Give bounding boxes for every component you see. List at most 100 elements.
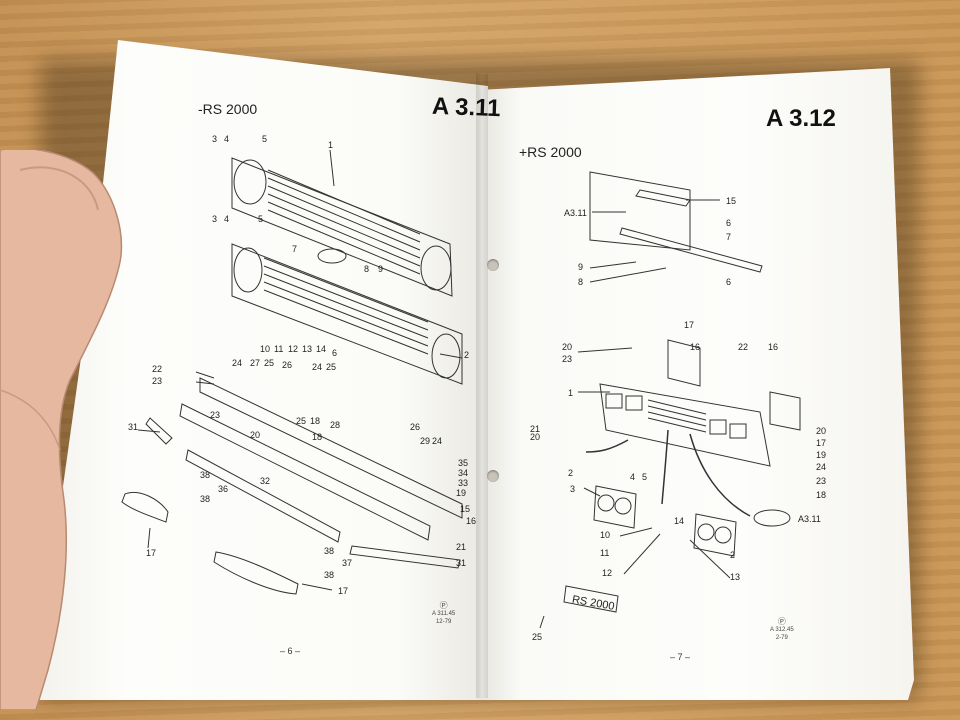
- hand-holding-book: [0, 150, 123, 710]
- callout: 21: [456, 542, 466, 552]
- upper-grille-drawing: [231, 157, 453, 297]
- callout: 38: [324, 546, 334, 556]
- callout: 20: [250, 430, 260, 440]
- callout: 18: [312, 432, 322, 442]
- callout: 20: [530, 432, 540, 442]
- callout: 11: [600, 548, 609, 558]
- left-page-stamp: Ⓟ A 311.45 12-79: [432, 601, 456, 626]
- callout: 12: [602, 568, 612, 578]
- callout: 10: [600, 530, 610, 540]
- right-page-number: – 7 –: [670, 652, 691, 662]
- callout: 23: [152, 376, 162, 386]
- callout: 27: [250, 358, 260, 368]
- front-bumper-drawing: [121, 377, 463, 595]
- callout: 10: [260, 344, 270, 354]
- callout: 16: [768, 342, 778, 352]
- callout: 19: [456, 488, 466, 498]
- callout: 33: [458, 478, 468, 488]
- callout: 37: [342, 558, 352, 568]
- callout: 25: [296, 416, 306, 426]
- right-stamp-line-1: A 312.45: [770, 627, 794, 633]
- left-stamp-line-2: 12-79: [435, 619, 452, 625]
- callout: 20: [816, 426, 826, 436]
- callout: 32: [260, 476, 270, 486]
- callout: 1: [328, 140, 333, 150]
- book-gutter: [476, 74, 488, 698]
- callout: 2: [464, 350, 469, 360]
- nameplate-drawing: [563, 585, 619, 613]
- callout: 22: [738, 342, 748, 352]
- right-page-subtitle: +RS 2000: [519, 144, 582, 160]
- callout: 23: [816, 476, 826, 486]
- callout: 17: [816, 438, 826, 448]
- callout: 38: [324, 570, 334, 580]
- callout: 23: [210, 410, 220, 420]
- callout: 7: [726, 232, 731, 242]
- callout: 5: [258, 214, 263, 224]
- callout: 3: [212, 214, 217, 224]
- callout: 29: [420, 436, 430, 446]
- callout: 11: [274, 344, 283, 354]
- callout: 24: [312, 362, 322, 372]
- callout: 38: [200, 494, 210, 504]
- right-page: [478, 68, 914, 700]
- callout: 5: [642, 472, 647, 482]
- callout: 9: [578, 262, 583, 272]
- left-page-number: – 6 –: [280, 646, 301, 656]
- callout: 16: [466, 516, 476, 526]
- ref-label-1: A3.11: [564, 208, 587, 218]
- callout: 4: [224, 134, 229, 144]
- callout: 17: [146, 548, 156, 558]
- callout: 8: [578, 277, 583, 287]
- callout: 16: [690, 342, 700, 352]
- callout: 18: [816, 490, 826, 500]
- callout: 2: [568, 468, 573, 478]
- callout: 7: [292, 244, 297, 254]
- callout: 17: [338, 586, 348, 596]
- callout: 28: [330, 420, 340, 430]
- callout: 31: [128, 422, 138, 432]
- callout: 14: [674, 516, 684, 526]
- callout: 15: [726, 196, 736, 206]
- callout: 23: [562, 354, 572, 364]
- callout: 34: [458, 468, 468, 478]
- callout: 24: [432, 436, 442, 446]
- callout: 3: [570, 484, 575, 494]
- callout: 26: [410, 422, 420, 432]
- right-page-stamp: Ⓟ A 312.45 2-79: [770, 617, 794, 642]
- right-bezel-drawing: [693, 513, 737, 557]
- callout: 1: [568, 388, 573, 398]
- front-panel-drawing: [599, 339, 801, 467]
- callout: 6: [332, 348, 337, 358]
- callout: 19: [816, 450, 826, 460]
- callout: 22: [152, 364, 162, 374]
- callout: 25: [532, 632, 542, 642]
- callout: 38: [200, 470, 210, 480]
- left-bezel-drawing: [593, 485, 637, 529]
- callout: 18: [310, 416, 320, 426]
- right-stamp-line-2: 2-79: [775, 635, 788, 641]
- callout: 6: [726, 277, 731, 287]
- callout: 15: [460, 504, 470, 514]
- right-page-code: A 3.12: [766, 105, 836, 132]
- callout: 24: [816, 462, 826, 472]
- callout: 3: [212, 134, 217, 144]
- nameplate-text: RS 2000: [571, 594, 615, 613]
- callout: 21: [530, 424, 540, 434]
- callout: 5: [262, 134, 267, 144]
- left-page-subtitle: -RS 2000: [198, 101, 258, 117]
- callout: 25: [264, 358, 274, 368]
- callout: 31: [456, 558, 466, 568]
- callout: 8: [364, 264, 369, 274]
- left-page: [36, 40, 488, 700]
- callout: 6: [726, 218, 731, 228]
- callout: 25: [326, 362, 336, 372]
- callout: 14: [316, 344, 326, 354]
- bracket-drawing: [589, 171, 763, 273]
- callout: 13: [730, 572, 740, 582]
- ref-label-2: A3.11: [798, 514, 821, 524]
- binding-hole-top: [487, 259, 499, 271]
- callout: 26: [282, 360, 292, 370]
- callout: 4: [224, 214, 229, 224]
